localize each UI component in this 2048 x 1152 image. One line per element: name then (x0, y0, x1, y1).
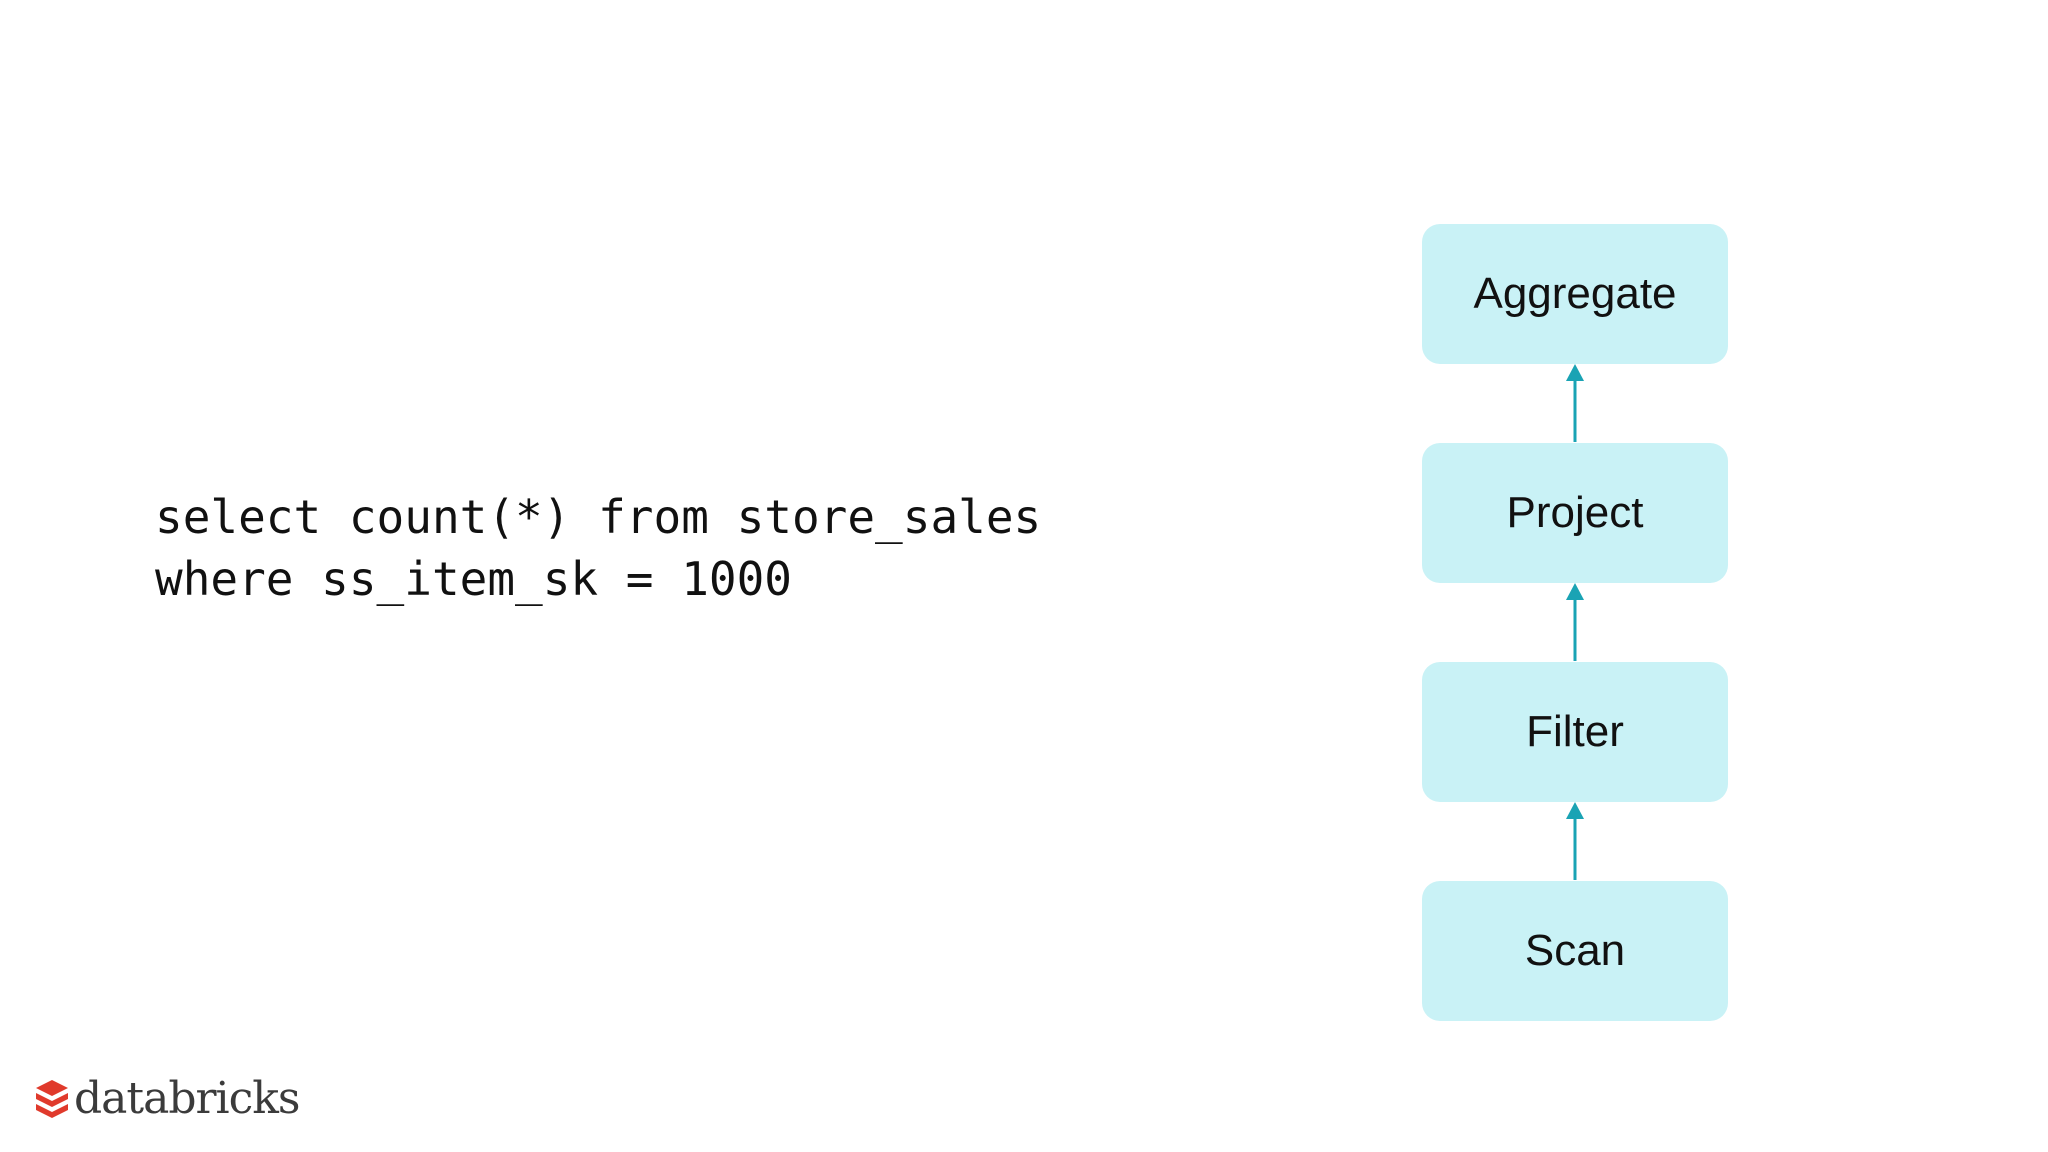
plan-node-filter: Filter (1422, 662, 1728, 802)
databricks-layers-icon (36, 1080, 68, 1118)
arrowhead-icon (1566, 583, 1584, 600)
sql-line-2: where ss_item_sk = 1000 (155, 552, 792, 606)
edge-scan-to-filter (1566, 802, 1584, 880)
sql-line-1: select count(*) from store_sales (155, 490, 1042, 544)
plan-node-scan: Scan (1422, 881, 1728, 1021)
plan-node-aggregate: Aggregate (1422, 224, 1728, 364)
plan-node-project: Project (1422, 443, 1728, 583)
logo-text: databricks (74, 1072, 300, 1124)
arrowhead-icon (1566, 364, 1584, 381)
databricks-logo: databricks (34, 1068, 300, 1128)
edge-project-to-aggregate (1566, 364, 1584, 442)
edge-filter-to-project (1566, 583, 1584, 661)
arrowhead-icon (1566, 802, 1584, 819)
